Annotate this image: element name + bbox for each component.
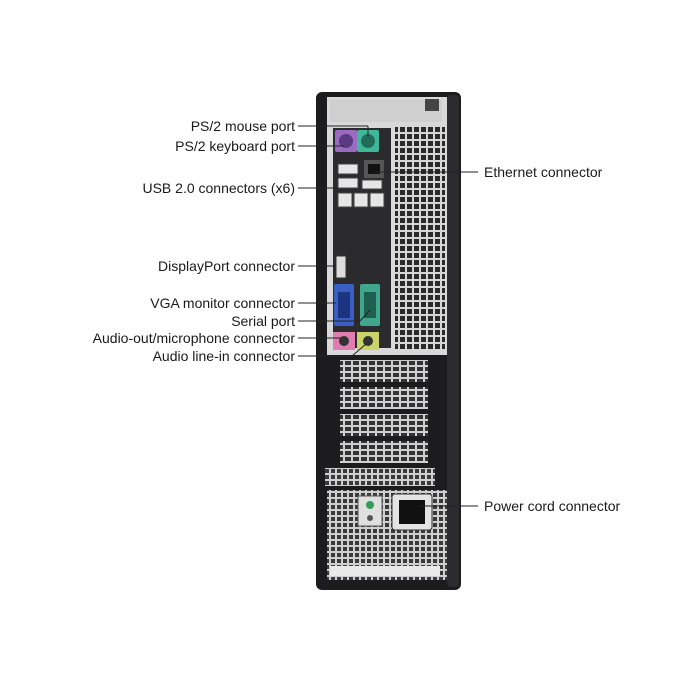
psu-led	[366, 501, 374, 509]
label-power: Power cord connector	[484, 498, 621, 514]
slot-cover-1	[340, 360, 428, 382]
audio-in-jack	[363, 336, 373, 346]
leader-lines	[298, 125, 478, 507]
connectors	[333, 130, 385, 350]
ps2-mouse-port	[361, 134, 375, 148]
io-vent-mesh	[395, 125, 445, 350]
psu-switch-plate	[357, 495, 383, 527]
usb-port-2	[337, 177, 359, 189]
label-audio-in: Audio line-in connector	[153, 348, 296, 364]
label-usb: USB 2.0 connectors (x6)	[142, 180, 295, 196]
latch	[425, 99, 439, 111]
slot-cover-2	[340, 387, 428, 409]
ethernet-socket	[368, 164, 380, 174]
psu-button	[367, 515, 373, 521]
label-vga: VGA monitor connector	[150, 295, 295, 311]
power-socket	[399, 500, 425, 524]
displayport-port	[335, 255, 347, 279]
usb-port-6	[361, 179, 383, 190]
leader-audio-in-tick	[351, 343, 367, 357]
label-ethernet: Ethernet connector	[484, 164, 603, 180]
io-top-strip	[330, 100, 442, 122]
ps2-keyboard-port	[339, 134, 353, 148]
expansion-slots	[325, 355, 435, 486]
usb-port-5	[369, 192, 385, 208]
label-audio-out: Audio-out/microphone connector	[93, 330, 296, 346]
slot-bottom-vent	[325, 468, 435, 486]
label-serial: Serial port	[231, 313, 295, 329]
usb-port-1	[337, 163, 359, 175]
power-supply	[327, 490, 447, 580]
slot-cover-3	[340, 414, 428, 436]
psu-label-strip	[330, 566, 440, 576]
leader-serial-tick	[359, 309, 371, 322]
serial-socket	[364, 292, 376, 318]
label-displayport: DisplayPort connector	[158, 258, 295, 274]
label-ps2-keyboard: PS/2 keyboard port	[175, 138, 295, 154]
label-ps2-mouse: PS/2 mouse port	[191, 118, 295, 134]
vga-socket	[338, 292, 350, 318]
usb-port-3	[337, 192, 353, 208]
usb-port-4	[353, 192, 369, 208]
chassis-side-rail	[447, 95, 459, 587]
callout-labels: PS/2 mouse port PS/2 keyboard port USB 2…	[93, 118, 621, 514]
slot-cover-4	[340, 441, 428, 463]
